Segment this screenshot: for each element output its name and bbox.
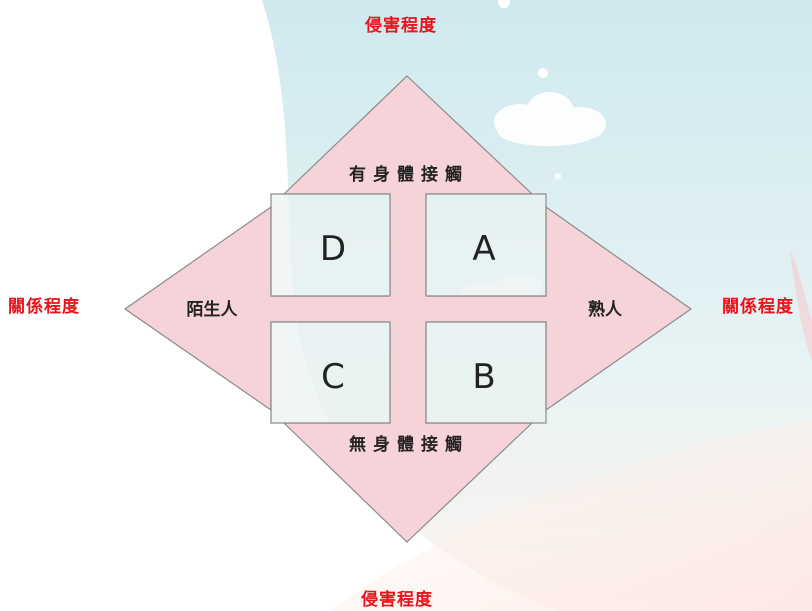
quadrant-label-c: C: [321, 357, 345, 397]
right-arrow-label: 熟人: [588, 299, 623, 320]
quadrant-c-box: [270, 321, 391, 424]
quadrant-d-box: [270, 193, 391, 297]
top-axis-label: 侵害程度: [365, 16, 437, 36]
left-arrow-label: 陌生人: [187, 299, 239, 320]
left-axis-label: 關係程度: [8, 297, 80, 317]
quadrant-b-box: [425, 321, 547, 424]
right-axis-label: 關係程度: [722, 297, 794, 317]
quadrant-boxes: [270, 193, 547, 424]
quadrant-a-box: [425, 193, 547, 297]
bottom-axis-label: 侵害程度: [361, 590, 433, 610]
bottom-arrow-label: 無身體接觸: [349, 434, 469, 455]
quadrant-label-d: D: [320, 229, 346, 269]
cloud: [494, 92, 606, 146]
quadrant-label-b: B: [472, 357, 495, 397]
top-arrow-label: 有身體接觸: [349, 164, 469, 185]
quadrant-label-a: A: [472, 229, 495, 269]
